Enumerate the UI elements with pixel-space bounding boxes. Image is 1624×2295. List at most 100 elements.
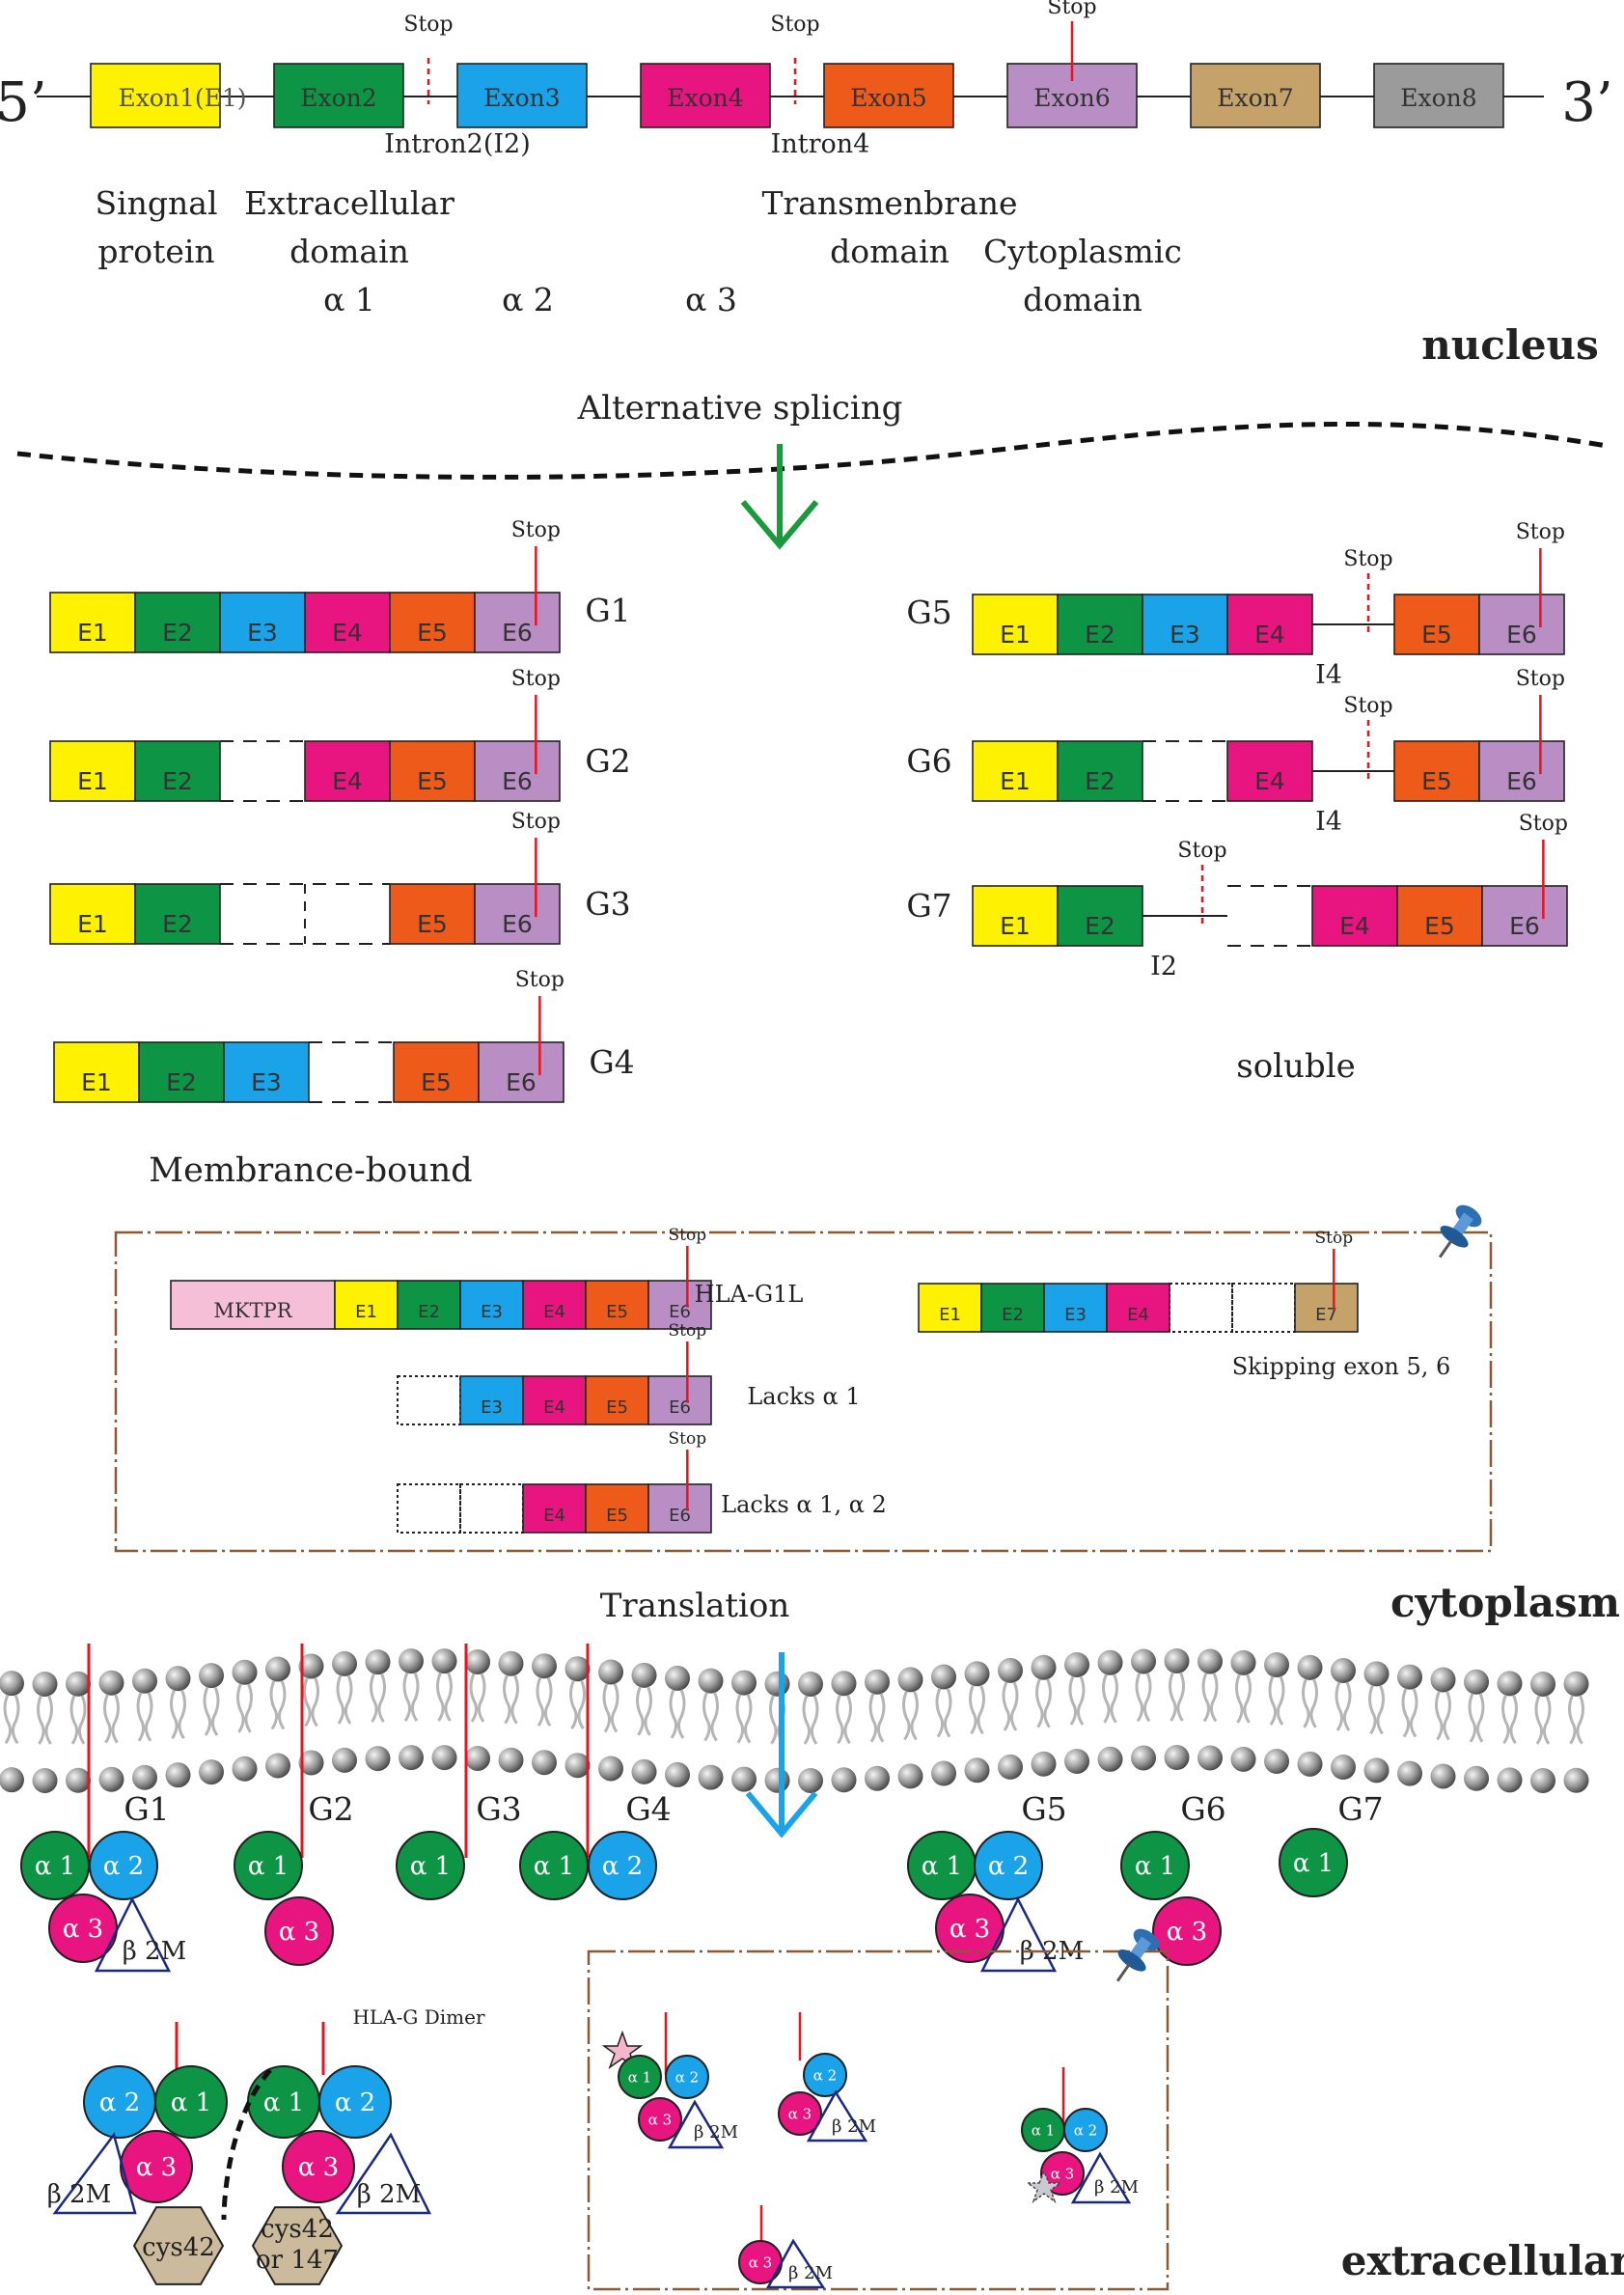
g2-label-E1: E1 [77, 767, 108, 795]
hla-g1l-box-E2 [397, 1280, 461, 1330]
lipid-head-top [665, 1665, 690, 1691]
lipid-head-bottom [431, 1745, 457, 1771]
lipid-tail-top [1302, 1678, 1318, 1728]
g6-stop-label: Stop [1516, 667, 1565, 691]
g5-exon-E6 [1478, 594, 1565, 655]
lipid-tail-top [935, 1687, 952, 1738]
g6-exon-E1 [972, 740, 1059, 802]
lipid-head-top [66, 1671, 91, 1697]
lipid-head-bottom [798, 1767, 823, 1793]
lipid-head-top [698, 1668, 724, 1694]
lipid-tail-top [1568, 1695, 1584, 1745]
skip-exon56-text-E2: E2 [1002, 1305, 1024, 1325]
g5-label-E2: E2 [1085, 621, 1115, 649]
variant-frame [114, 1230, 1493, 1553]
skip-exon56-stop-label: Stop [1314, 1229, 1353, 1248]
lipid-tail-top [602, 1682, 619, 1733]
lipid-head-top [431, 1648, 457, 1674]
lipid-tail-top [469, 1673, 486, 1723]
hla-g1l-box-E5 [585, 1280, 649, 1330]
lipid-head-bottom [532, 1750, 557, 1776]
lipid-tail-top [170, 1689, 186, 1740]
skip-exon56-missing-box [1169, 1283, 1233, 1333]
lipid-tail-top [1401, 1688, 1418, 1738]
lipid-tail-top [735, 1693, 753, 1744]
lipid-head-bottom [498, 1747, 524, 1773]
blue-arrow-head [745, 1791, 818, 1839]
lipid-head-top [465, 1648, 490, 1674]
lipid-head-bottom [332, 1747, 357, 1773]
lipid-head-top [1331, 1658, 1356, 1684]
dimer-right-alpha3 [282, 2130, 355, 2203]
lipid-head-bottom [1230, 1746, 1256, 1772]
lacks-a1-text-E6: E6 [669, 1397, 691, 1418]
lipid-head-top [399, 1648, 424, 1674]
lipid-tail-top [669, 1689, 686, 1739]
g4-exon-E2 [138, 1041, 225, 1103]
stop-label-intron4: Stop [770, 13, 819, 37]
lipid-head-bottom [831, 1767, 857, 1793]
g1-protein-label: G1 [124, 1790, 169, 1828]
sol1-alpha2 [665, 2055, 709, 2099]
three-prime-label: 3’ [1561, 71, 1612, 134]
lipid-head-bottom [199, 1759, 224, 1785]
lipid-tail-top [269, 1679, 287, 1730]
g5-alpha3-label: α 3 [950, 1915, 990, 1944]
hla-g1l-text-E6: E6 [669, 1302, 691, 1322]
cys42-left-label: cys42 [142, 2233, 215, 2262]
lacks-a1-a2-text-E6: E6 [669, 1506, 691, 1526]
g5-label-E4: E4 [1254, 621, 1285, 649]
transmembrane-domain-label-2: domain [830, 233, 950, 270]
lipid-head-bottom [1064, 1748, 1089, 1774]
sol1-b2m-label: β 2M [694, 2122, 738, 2143]
g3-label-E1: E1 [77, 910, 108, 938]
g1-alpha2-label: α 2 [103, 1852, 144, 1881]
lipid-head-top [498, 1650, 524, 1676]
extracellular-domain-label-2: domain [289, 233, 409, 270]
g7-alpha1 [1279, 1828, 1348, 1897]
stop-label-exon6: Stop [1047, 0, 1096, 19]
lipid-head-top [598, 1659, 623, 1685]
exon-box-7 [1190, 63, 1321, 128]
lipid-head-top [764, 1671, 790, 1697]
exon-label-4: Exon4 [667, 84, 743, 112]
g7-label-E2: E2 [1085, 912, 1115, 940]
g2-exon-E5 [389, 740, 476, 802]
dimer-right-alpha2 [318, 2065, 392, 2139]
g6-exon-E6 [1478, 740, 1565, 802]
lipid-head-bottom [1297, 1751, 1323, 1777]
signal-protein-label-1: Singnal [95, 184, 217, 222]
exon-box-2 [273, 63, 404, 128]
lipid-head-top [964, 1661, 990, 1687]
lipid-head-bottom [0, 1767, 24, 1793]
lipid-head-bottom [1430, 1763, 1456, 1789]
lipid-head-bottom [564, 1753, 591, 1779]
lipid-tail-top [802, 1695, 819, 1745]
g1-exon-E2 [134, 592, 221, 653]
g7-protein-label: G7 [1337, 1790, 1383, 1828]
lipid-tail-top [436, 1672, 453, 1722]
g4-alpha2 [588, 1831, 657, 1900]
lipid-head-top [1230, 1649, 1256, 1675]
g2-label-E4: E4 [332, 767, 363, 795]
g7-intron-label: I2 [1150, 952, 1177, 982]
g6-exon-E5 [1393, 740, 1480, 802]
sol2-alpha2-label: α 2 [813, 2066, 837, 2084]
lacks-a1-a2-missing-box [459, 1483, 524, 1534]
g2-skipped-exon [220, 740, 305, 802]
sol4-alpha3-label: α 3 [749, 2254, 772, 2271]
g3-label-E6: E6 [502, 910, 533, 938]
stop-label-intron2: Stop [403, 13, 453, 37]
exon-label-8: Exon8 [1400, 84, 1476, 112]
g4-exon-E3 [223, 1041, 310, 1103]
g5-label-E3: E3 [1170, 621, 1200, 649]
lipid-tail-top [1335, 1681, 1352, 1731]
lacks-a1-a2-box-E6 [647, 1483, 712, 1534]
g1-b2m [94, 1896, 172, 1973]
lipid-head-top [0, 1671, 24, 1697]
g1-alpha1-label: α 1 [35, 1852, 75, 1881]
lipid-tail-top [69, 1695, 87, 1745]
lipid-head-bottom [1031, 1751, 1057, 1777]
skip-exon56-box-E7 [1294, 1283, 1359, 1333]
intron2-label: Intron2(I2) [384, 129, 531, 159]
